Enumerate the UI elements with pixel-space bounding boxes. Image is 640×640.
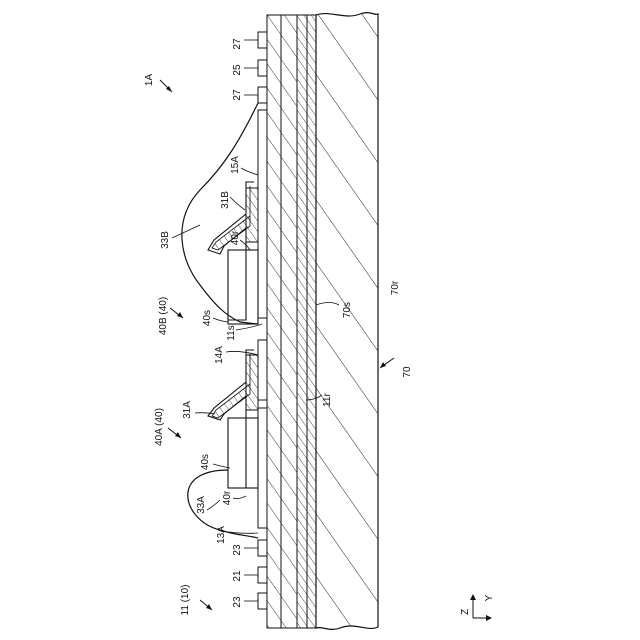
pad-25 [258, 60, 267, 76]
label-25: 25 [232, 64, 243, 76]
label-1A: 1A [144, 74, 155, 87]
element-40A [228, 418, 258, 488]
layer-11-inner [267, 15, 281, 628]
pad-23-b [258, 593, 267, 609]
label-40s-b: 40s [202, 310, 213, 326]
pad-27-top [258, 32, 267, 48]
element-40A-contact [246, 355, 258, 410]
element-40B-contact [246, 188, 258, 242]
label-13A: 13A [216, 526, 227, 544]
label-27-mid: 27 [232, 89, 243, 101]
label-40r-b: 40r [230, 230, 241, 245]
label-40r-a: 40r [222, 490, 233, 505]
label-31A: 31A [182, 401, 193, 419]
label-70s: 70s [342, 302, 353, 318]
label-33B: 33B [160, 231, 171, 249]
label-33A: 33A [196, 496, 207, 514]
layer-11-body [281, 15, 297, 628]
axis-label-y: Y [484, 594, 495, 601]
label-14A: 14A [214, 346, 225, 364]
label-40s-a: 40s [200, 454, 211, 470]
substrate-70 [316, 13, 378, 630]
label-11r: 11r [322, 392, 333, 406]
label-23-b: 23 [232, 596, 243, 608]
axis-label-z: Z [460, 609, 471, 615]
pad-23-a [258, 540, 267, 556]
element-40B [228, 250, 258, 324]
layer-13A [258, 408, 267, 528]
pad-27-mid [258, 87, 267, 103]
pad-21 [258, 567, 267, 583]
label-31B: 31B [220, 191, 231, 209]
label-70r: 70r [390, 280, 401, 295]
label-70: 70 [402, 366, 413, 378]
label-15A: 15A [230, 156, 241, 174]
label-27-top: 27 [232, 38, 243, 50]
layer-11-outer [297, 15, 307, 628]
layer-15A [258, 110, 267, 318]
label-21: 21 [232, 570, 243, 582]
label-23-a: 23 [232, 544, 243, 556]
label-11s: 11s [226, 325, 237, 340]
layer-14A [258, 340, 267, 400]
label-40A: 40A (40) [154, 408, 165, 446]
bonding-layer [307, 15, 316, 628]
label-11-10: 11 (10) [180, 585, 191, 616]
label-40B: 40B (40) [158, 297, 169, 335]
